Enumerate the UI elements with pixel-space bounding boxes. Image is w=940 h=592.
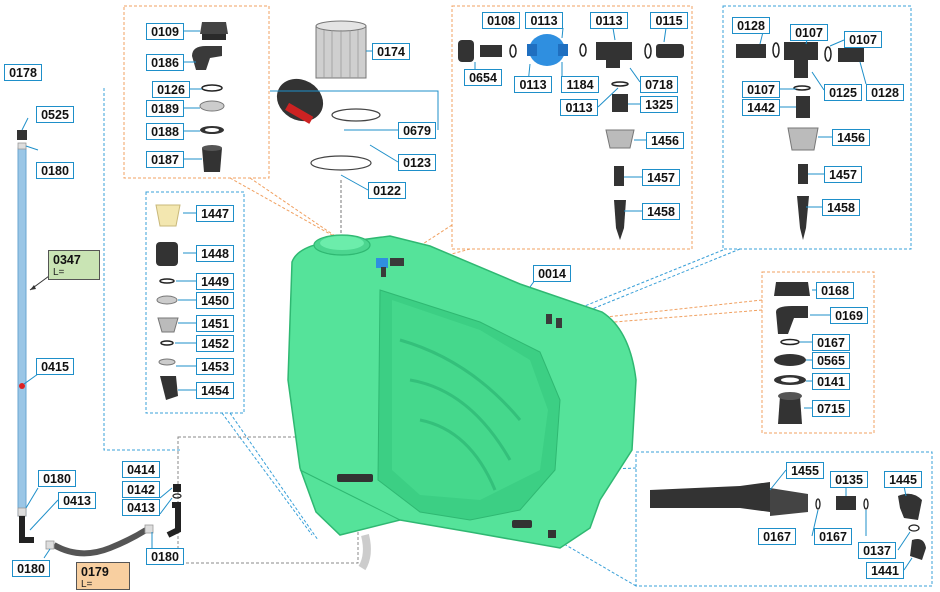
label-0167-c: 0167 xyxy=(814,528,852,545)
label-1457-a: 1457 xyxy=(642,169,680,186)
label-0525: 0525 xyxy=(36,106,74,123)
label-0113-b: 0113 xyxy=(590,12,628,29)
box-right-mid-orange xyxy=(761,271,875,434)
label-0115: 0115 xyxy=(650,12,688,29)
label-0128-b: 0128 xyxy=(866,84,904,101)
label-0108: 0108 xyxy=(482,12,520,29)
hose-icon xyxy=(52,527,148,557)
tank-icon xyxy=(287,234,637,549)
label-1449: 1449 xyxy=(196,273,234,290)
label-1457-b: 1457 xyxy=(824,166,862,183)
label-0413-a: 0413 xyxy=(58,492,96,509)
label-1458-a: 1458 xyxy=(642,203,680,220)
note-0347: 0347 L= xyxy=(48,250,100,280)
label-0168: 0168 xyxy=(816,282,854,299)
note-0179-length: L= xyxy=(81,579,93,590)
label-0126: 0126 xyxy=(152,81,190,98)
label-0565: 0565 xyxy=(812,352,850,369)
tank-fittings xyxy=(337,258,562,571)
box-top-right-blue xyxy=(722,5,912,250)
label-1442: 1442 xyxy=(742,99,780,116)
label-0178: 0178 xyxy=(4,64,42,81)
label-0142: 0142 xyxy=(122,481,160,498)
label-0174: 0174 xyxy=(372,43,410,60)
label-0113-d: 0113 xyxy=(560,99,598,116)
label-0135: 0135 xyxy=(830,471,868,488)
label-1441: 1441 xyxy=(866,562,904,579)
box-bottom-right-blue xyxy=(635,451,933,587)
label-1445: 1445 xyxy=(884,471,922,488)
label-1448: 1448 xyxy=(196,245,234,262)
label-0167-a: 0167 xyxy=(812,334,850,351)
label-0715: 0715 xyxy=(812,400,850,417)
label-0128-a: 0128 xyxy=(732,17,770,34)
note-0347-code: 0347 xyxy=(53,253,81,267)
marker-0415 xyxy=(19,383,25,389)
label-0107-a: 0107 xyxy=(790,24,828,41)
label-0415: 0415 xyxy=(36,358,74,375)
box-top-left-orange xyxy=(123,5,270,179)
label-0123: 0123 xyxy=(398,154,436,171)
elbow-icon xyxy=(192,46,222,70)
tube-cap-icon xyxy=(17,130,27,140)
box-left-mid-blue xyxy=(145,191,245,414)
nut-icon xyxy=(200,22,228,40)
label-0107-c: 0107 xyxy=(742,81,780,98)
label-ticks xyxy=(21,27,913,571)
label-1184: 1184 xyxy=(561,76,599,93)
label-0180-a: 0180 xyxy=(36,162,74,179)
label-0113-a: 0113 xyxy=(525,12,563,29)
label-0014: 0014 xyxy=(533,265,571,282)
part-icons xyxy=(155,20,926,560)
label-1451: 1451 xyxy=(196,315,234,332)
pipe-assembly xyxy=(17,130,182,557)
note-0347-length: L= xyxy=(53,267,65,278)
label-1458-b: 1458 xyxy=(822,199,860,216)
label-0187: 0187 xyxy=(146,151,184,168)
label-0180-d: 0180 xyxy=(146,548,184,565)
note-0179-code: 0179 xyxy=(81,565,109,579)
level-tube xyxy=(17,147,27,517)
label-0654: 0654 xyxy=(464,69,502,86)
label-1455: 1455 xyxy=(786,462,824,479)
box-top-center-orange xyxy=(451,5,693,250)
filter-basket-icon xyxy=(315,20,367,79)
label-0718: 0718 xyxy=(640,76,678,93)
label-1456-b: 1456 xyxy=(832,129,870,146)
label-0414: 0414 xyxy=(122,461,160,478)
label-0188: 0188 xyxy=(146,123,184,140)
label-0109: 0109 xyxy=(146,23,184,40)
label-1452: 1452 xyxy=(196,335,234,352)
label-0189: 0189 xyxy=(146,100,184,117)
label-1447: 1447 xyxy=(196,205,234,222)
label-0141: 0141 xyxy=(812,373,850,390)
label-1325: 1325 xyxy=(640,96,678,113)
label-0137: 0137 xyxy=(858,542,896,559)
label-0107-b: 0107 xyxy=(844,31,882,48)
elbow-icon xyxy=(19,516,34,543)
label-0125: 0125 xyxy=(824,84,862,101)
label-0167-b: 0167 xyxy=(758,528,796,545)
label-0186: 0186 xyxy=(146,54,184,71)
lid-icon xyxy=(276,78,324,124)
label-0122: 0122 xyxy=(368,182,406,199)
note-0179: 0179 L= xyxy=(76,562,130,590)
label-0180-c: 0180 xyxy=(12,560,50,577)
label-0113-c: 0113 xyxy=(514,76,552,93)
label-0413-b: 0413 xyxy=(122,499,160,516)
label-1453: 1453 xyxy=(196,358,234,375)
label-0679: 0679 xyxy=(398,122,436,139)
label-1450: 1450 xyxy=(196,292,234,309)
label-1456-a: 1456 xyxy=(646,132,684,149)
label-1454: 1454 xyxy=(196,382,234,399)
label-0180-b: 0180 xyxy=(38,470,76,487)
group-boxes xyxy=(123,5,933,587)
label-0169: 0169 xyxy=(830,307,868,324)
valve-icon xyxy=(527,34,568,66)
